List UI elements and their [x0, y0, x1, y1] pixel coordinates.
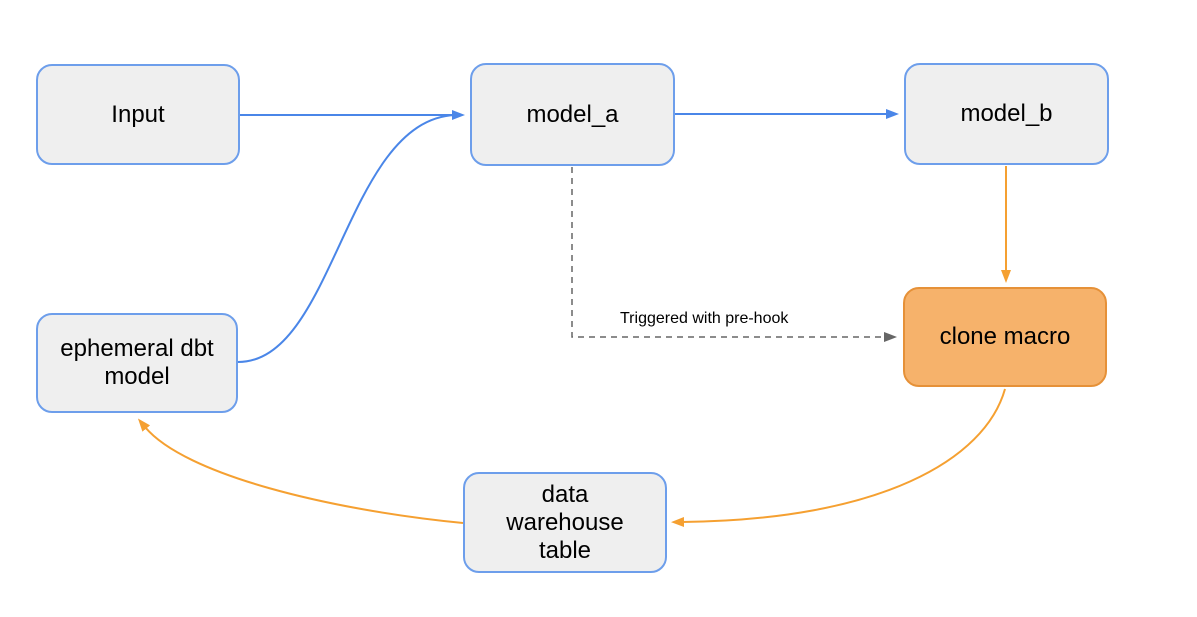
edge-ephemeral-to-model_a: [237, 114, 456, 363]
node-input: Input: [36, 64, 240, 165]
edge-dwt-to-ephemeral: [137, 418, 464, 524]
node-data-warehouse-table: data warehouse table: [463, 472, 667, 573]
edge-clone-macro-to-dwt: [671, 388, 1006, 527]
node-ephemeral-dbt-model-label: ephemeral dbt model: [60, 335, 214, 390]
node-clone-macro: clone macro: [903, 287, 1107, 387]
node-model-b: model_b: [904, 63, 1109, 165]
node-model-a-label: model_a: [526, 100, 619, 128]
edge-label-triggered-with-pre-hook: Triggered with pre-hook: [620, 310, 789, 327]
node-input-label: Input: [111, 100, 165, 128]
node-ephemeral-dbt-model: ephemeral dbt model: [36, 313, 238, 413]
node-model-a: model_a: [470, 63, 675, 166]
node-clone-macro-label: clone macro: [939, 323, 1071, 350]
node-data-warehouse-table-label: data warehouse table: [506, 480, 624, 564]
node-model-b-label: model_b: [960, 100, 1053, 127]
